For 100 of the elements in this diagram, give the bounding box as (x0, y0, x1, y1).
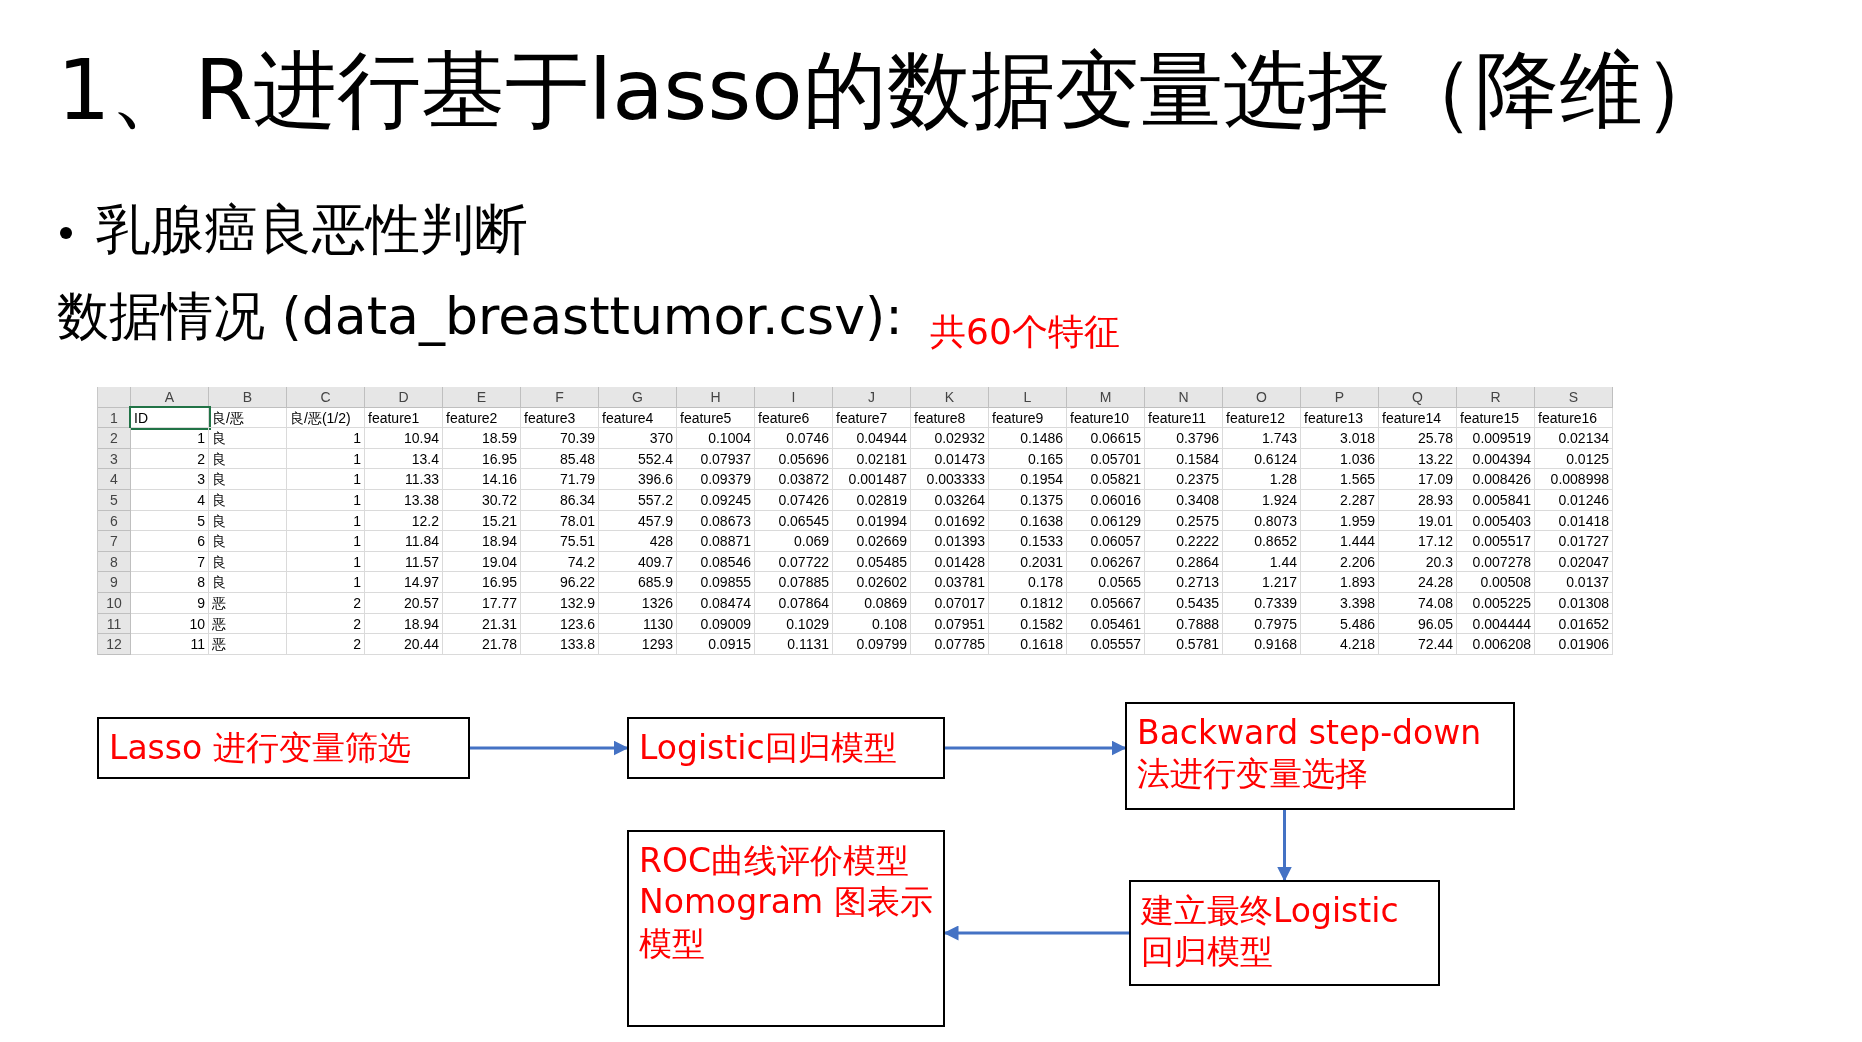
table-cell: 0.7339 (1223, 592, 1301, 614)
table-cell: 0.05557 (1067, 634, 1145, 655)
table-cell: 396.6 (599, 469, 677, 490)
table-cell: 370 (599, 428, 677, 449)
table-cell: 0.2222 (1145, 531, 1223, 552)
table-cell: 0.09245 (677, 489, 755, 511)
table-cell: 6 (131, 531, 209, 552)
table-cell: 0.1638 (989, 510, 1067, 532)
table-cell: 18.59 (443, 428, 521, 449)
box-text: Nomogram 图表示模型 (639, 881, 933, 964)
table-cell: 5.486 (1301, 613, 1379, 635)
table-cell: 17.09 (1379, 469, 1457, 490)
table-cell: 30.72 (443, 489, 521, 511)
table-cell: 2.206 (1301, 551, 1379, 573)
table-cell: 74.2 (521, 551, 599, 573)
table-cell: 0.178 (989, 572, 1067, 593)
table-cell: feature7 (833, 407, 911, 429)
table-cell: 0.0137 (1535, 572, 1613, 593)
table-cell: 132.9 (521, 592, 599, 614)
row-header: 6 (98, 510, 131, 532)
column-header: H (677, 387, 755, 408)
column-header: O (1223, 387, 1301, 408)
table-cell: feature4 (599, 407, 677, 429)
table-cell: 8 (131, 572, 209, 593)
table-cell: 0.5781 (1145, 634, 1223, 655)
table-cell: 良 (209, 469, 287, 490)
column-header: L (989, 387, 1067, 408)
table-cell: 良 (209, 551, 287, 573)
table-cell: 7 (131, 551, 209, 573)
box-text: Lasso 进行变量筛选 (109, 727, 412, 769)
table-cell: 恶 (209, 592, 287, 614)
table-cell: 18.94 (365, 613, 443, 635)
table-cell: 1.44 (1223, 551, 1301, 573)
feature-count-note: 共60个特征 (930, 310, 1120, 354)
table-cell: 16.95 (443, 448, 521, 470)
table-cell: 0.1812 (989, 592, 1067, 614)
box-text: Logistic回归模型 (639, 727, 898, 769)
table-cell: feature3 (521, 407, 599, 429)
table-cell: 10.94 (365, 428, 443, 449)
table-cell: 0.00508 (1457, 572, 1535, 593)
table-cell: 0.05701 (1067, 448, 1145, 470)
table-cell: 1 (287, 510, 365, 532)
table-cell: 20.44 (365, 634, 443, 655)
row-header: 10 (98, 592, 131, 614)
table-cell: 0.07951 (911, 613, 989, 635)
table-cell: 1.743 (1223, 428, 1301, 449)
table-cell: 0.004444 (1457, 613, 1535, 635)
table-cell: 1293 (599, 634, 677, 655)
table-cell: 0.2031 (989, 551, 1067, 573)
table-cell: 0.05696 (755, 448, 833, 470)
table-cell: 18.94 (443, 531, 521, 552)
table-cell: 428 (599, 531, 677, 552)
table-cell: 0.03872 (755, 469, 833, 490)
table-cell: 0.0869 (833, 592, 911, 614)
table-cell: 0.03264 (911, 489, 989, 511)
table-cell: 0.1584 (1145, 448, 1223, 470)
table-cell: 良/恶(1/2) (287, 407, 365, 429)
table-cell: 良 (209, 428, 287, 449)
table-cell: 1.959 (1301, 510, 1379, 532)
table-cell: 0.1486 (989, 428, 1067, 449)
table-cell: 0.01308 (1535, 592, 1613, 614)
table-cell: 0.005841 (1457, 489, 1535, 511)
table-cell: 2.287 (1301, 489, 1379, 511)
table-cell: 0.05461 (1067, 613, 1145, 635)
table-cell: 0.1533 (989, 531, 1067, 552)
table-cell: feature1 (365, 407, 443, 429)
table-cell: feature11 (1145, 407, 1223, 429)
row-header: 7 (98, 531, 131, 552)
table-cell: 21.31 (443, 613, 521, 635)
table-cell: feature8 (911, 407, 989, 429)
table-cell: 0.05667 (1067, 592, 1145, 614)
row-header: 11 (98, 613, 131, 635)
table-cell: 0.2575 (1145, 510, 1223, 532)
table-cell: 0.7975 (1223, 613, 1301, 635)
table-cell: 0.09379 (677, 469, 755, 490)
table-cell: 0.005225 (1457, 592, 1535, 614)
table-cell: 0.007278 (1457, 551, 1535, 573)
table-cell: feature14 (1379, 407, 1457, 429)
table-cell: 0.06267 (1067, 551, 1145, 573)
box-text: ROC曲线评价模型 (639, 840, 910, 882)
table-cell: 0.06016 (1067, 489, 1145, 511)
box-text: Backward step-down法进行变量选择 (1137, 712, 1483, 795)
table-cell: 0.01473 (911, 448, 989, 470)
table-cell: 0.006208 (1457, 634, 1535, 655)
table-cell: 0.06057 (1067, 531, 1145, 552)
table-cell: 1326 (599, 592, 677, 614)
column-header: A (131, 387, 209, 408)
process-box (1125, 702, 1515, 810)
table-cell: 10 (131, 613, 209, 635)
row-header: 3 (98, 448, 131, 470)
table-cell: 0.01994 (833, 510, 911, 532)
table-cell: feature15 (1457, 407, 1535, 429)
table-cell: 0.6124 (1223, 448, 1301, 470)
table-cell: 86.34 (521, 489, 599, 511)
table-cell: 5 (131, 510, 209, 532)
table-cell: 0.01692 (911, 510, 989, 532)
arrow (945, 740, 1127, 756)
table-cell: 19.04 (443, 551, 521, 573)
table-cell: 0.02669 (833, 531, 911, 552)
table-cell: 12.2 (365, 510, 443, 532)
